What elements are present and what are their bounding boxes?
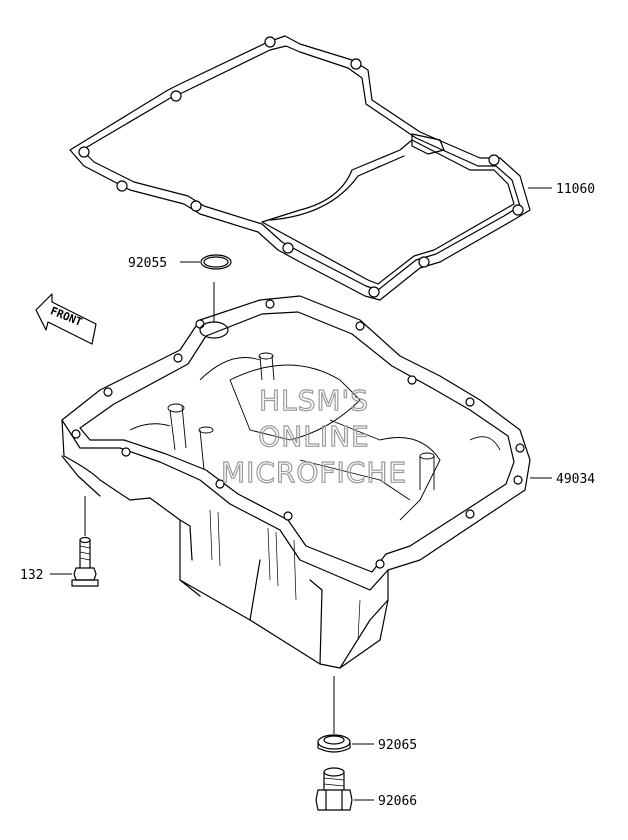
leader-lines [50, 187, 552, 801]
part-label-49034: 49034 [556, 472, 595, 487]
part-label-92065: 92065 [378, 738, 417, 753]
part-label-11060: 11060 [556, 182, 595, 197]
oil-pan-49034[interactable] [61, 295, 531, 669]
part-label-132: 132 [20, 568, 43, 583]
part-label-92055: 92055 [128, 256, 167, 271]
washer-92065[interactable] [317, 734, 351, 753]
front-direction-arrow: FRONT [35, 293, 97, 345]
gasket-11060[interactable] [69, 35, 531, 301]
drain-plug-92066[interactable] [315, 767, 353, 811]
watermark: HLSM'S ONLINE MICROFICHE [220, 383, 407, 489]
part-label-92066: 92066 [378, 794, 417, 809]
watermark-line-1: HLSM'S [259, 384, 369, 417]
o-ring-92055[interactable] [200, 254, 232, 270]
part-labels: 11060 92055 49034 132 92065 92066 [20, 182, 595, 809]
watermark-line-3: MICROFICHE [221, 456, 407, 489]
watermark-line-2: ONLINE [258, 420, 369, 453]
bolt-132[interactable] [71, 536, 99, 587]
